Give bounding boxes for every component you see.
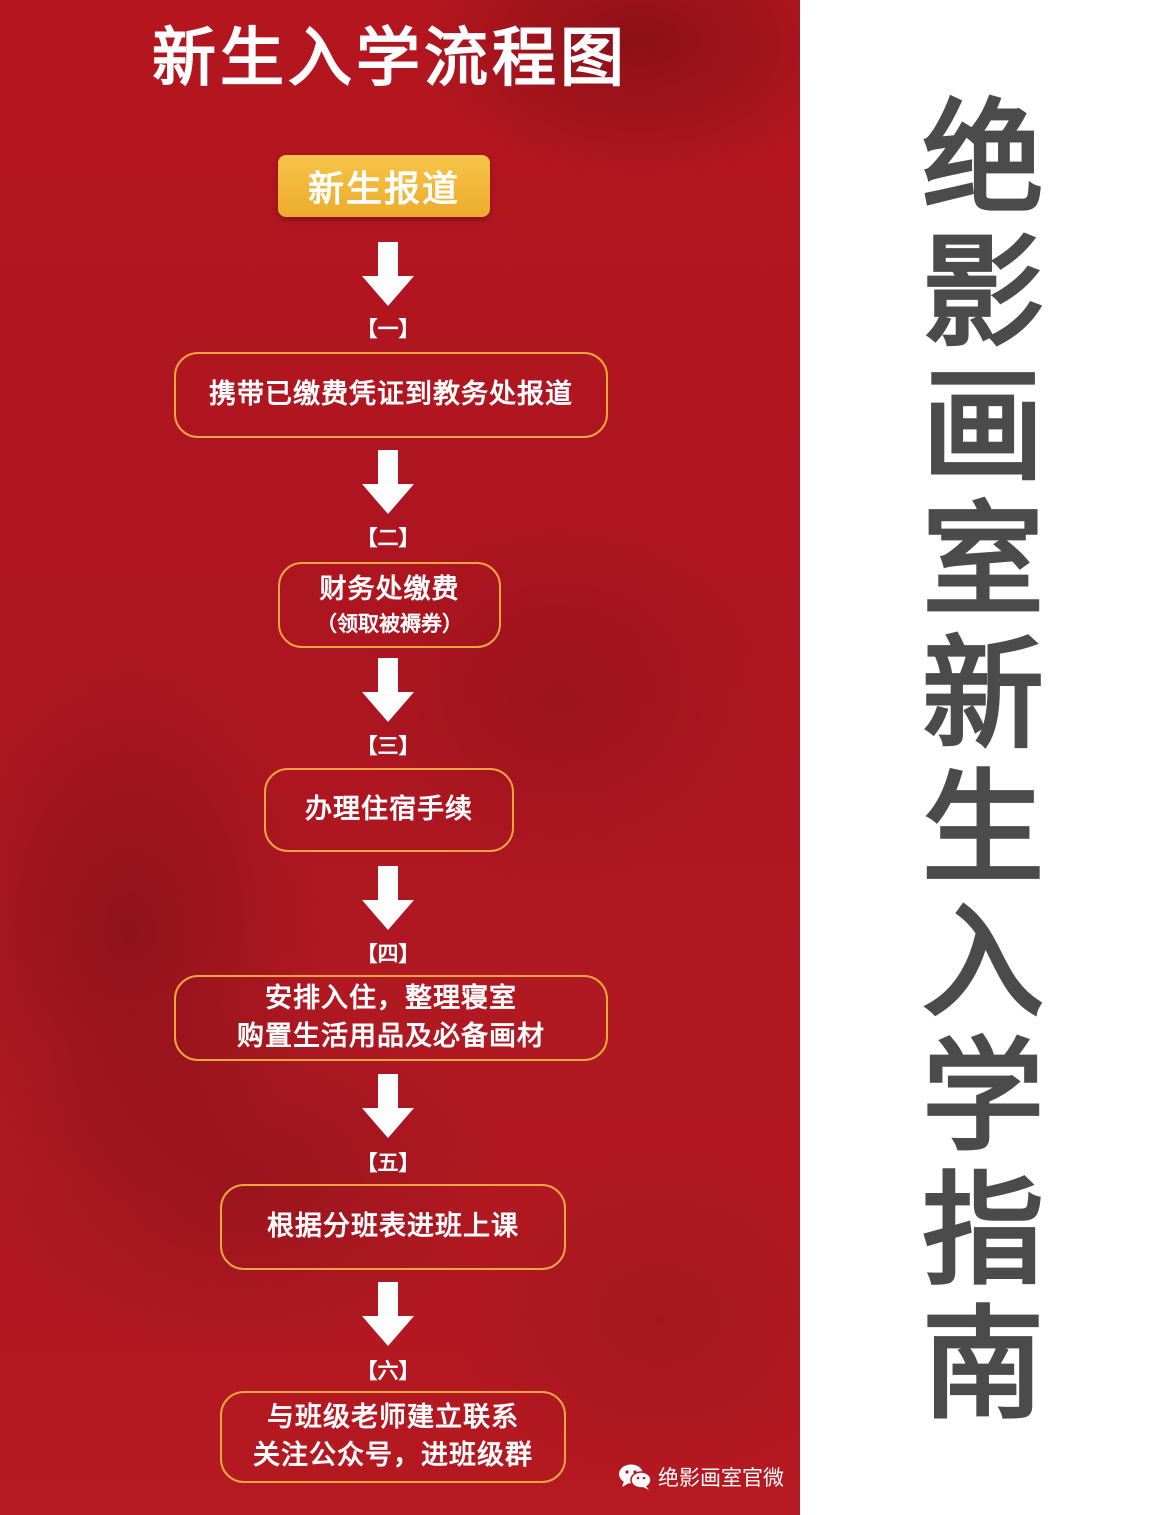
step-1-box: 携带已缴费凭证到教务处报道: [174, 352, 608, 438]
step-1-label: 【一】: [356, 317, 420, 341]
side-title-char: 绝: [922, 88, 1044, 230]
side-title-char: 南: [922, 1294, 1044, 1436]
side-title-char: 画: [922, 356, 1044, 498]
watermark: 绝影画室官微: [618, 1462, 784, 1492]
step-6-label: 【六】: [356, 1359, 420, 1383]
step-3-text: 办理住宿手续: [305, 794, 473, 825]
flowchart-poster: 新生入学流程图 新生报道 【一】 携带已缴费凭证到教务处报道 【二】 财务处缴费…: [0, 0, 800, 1515]
side-title-char: 指: [922, 1160, 1044, 1302]
step-6-text-line-2: 关注公众号，进班级群: [253, 1440, 533, 1471]
watermark-text: 绝影画室官微: [658, 1466, 784, 1490]
side-title: 绝 影 画 室 新 生 入 学 指 南: [918, 92, 1048, 1432]
side-title-char: 入: [922, 892, 1044, 1034]
down-arrow-icon: [362, 242, 414, 306]
step-4-box: 安排入住，整理寝室 购置生活用品及必备画材: [174, 975, 608, 1061]
down-arrow-icon: [362, 450, 414, 514]
poster-title: 新生入学流程图: [152, 22, 628, 96]
side-title-char: 室: [922, 490, 1044, 632]
step-4-label: 【四】: [356, 942, 420, 966]
step-1-text: 携带已缴费凭证到教务处报道: [209, 379, 573, 410]
side-title-char: 新: [922, 624, 1044, 766]
side-title-char: 影: [922, 222, 1044, 364]
step-5-label: 【五】: [356, 1151, 420, 1175]
step-6-text-line-1: 与班级老师建立联系: [267, 1402, 519, 1433]
step-2-text: 财务处缴费: [319, 574, 460, 605]
side-title-char: 学: [922, 1026, 1044, 1168]
down-arrow-icon: [362, 1282, 414, 1346]
step-4-text-line-2: 购置生活用品及必备画材: [237, 1021, 545, 1052]
step-3-label: 【三】: [356, 734, 420, 758]
down-arrow-icon: [362, 658, 414, 722]
step-5-box: 根据分班表进班上课: [220, 1184, 566, 1270]
step-6-box: 与班级老师建立联系 关注公众号，进班级群: [220, 1391, 566, 1483]
down-arrow-icon: [362, 866, 414, 930]
step-5-text: 根据分班表进班上课: [267, 1211, 519, 1242]
side-title-char: 生: [922, 758, 1044, 900]
wechat-icon: [619, 1464, 652, 1490]
step-2-subtext: （领取被褥券）: [316, 612, 463, 636]
step-4-text-line-1: 安排入住，整理寝室: [265, 983, 517, 1014]
start-node: 新生报道: [278, 155, 490, 217]
step-2-label: 【二】: [356, 526, 420, 550]
step-2-box: 财务处缴费 （领取被褥券）: [278, 562, 501, 648]
down-arrow-icon: [362, 1074, 414, 1138]
step-3-box: 办理住宿手续: [264, 768, 514, 852]
